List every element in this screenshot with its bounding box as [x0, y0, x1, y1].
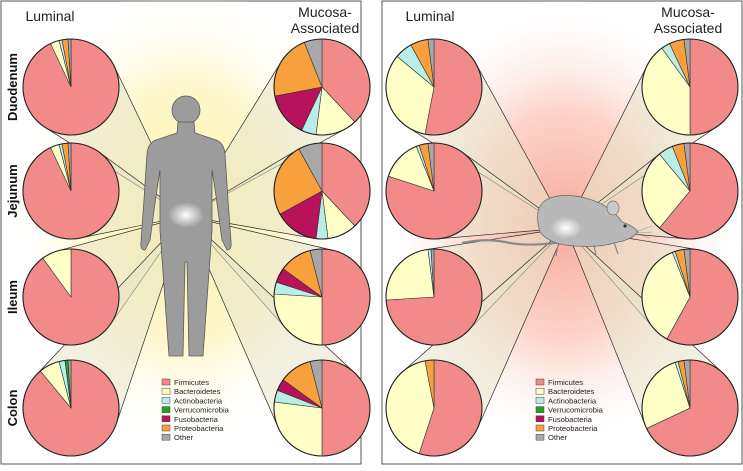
human-gut-highlight — [168, 202, 204, 228]
human-pie-ileum-luminal — [22, 248, 120, 346]
human-title-mucosa-2: Associated — [291, 20, 359, 36]
pie-slice-firmicutes — [321, 248, 371, 346]
pie-outline — [641, 359, 739, 457]
pie-outline — [22, 142, 120, 240]
human-pie-ileum-mucosa-associated — [273, 248, 371, 346]
human-title-luminal: Luminal — [25, 8, 74, 24]
legend-label-fusobacteria: Fusobacteria — [174, 415, 219, 424]
human-silhouette — [140, 95, 232, 357]
mouse-pie-duodenum-luminal — [385, 38, 483, 136]
legend-label-firmicutes: Firmicutes — [548, 378, 583, 387]
pie-outline — [385, 142, 483, 240]
mouse-title-mucosa-1: Mucosa- — [661, 4, 715, 20]
legend-label-verrucomicrobia: Verrucomicrobia — [548, 406, 604, 415]
legend-label-other: Other — [174, 433, 193, 442]
pie-outline — [385, 359, 483, 457]
legend-swatch-other — [535, 433, 545, 441]
legend-swatch-proteobacteria — [535, 424, 545, 432]
legend-label-firmicutes: Firmicutes — [174, 378, 209, 387]
pie-outline — [385, 38, 483, 136]
legend-swatch-actinobacteria — [535, 397, 545, 404]
mouse-gut-highlight — [550, 217, 582, 239]
legend-swatch-bacteroidetes — [161, 387, 171, 395]
human-pie-duodenum-luminal — [22, 38, 120, 136]
row-label-colon: Colon — [5, 390, 20, 427]
pie-outline — [273, 359, 371, 457]
mouse-title-luminal: Luminal — [405, 8, 454, 24]
legend-swatch-other — [161, 433, 171, 441]
legend-swatch-fusobacteria — [535, 415, 545, 423]
legend-label-other: Other — [548, 433, 567, 442]
legend-label-proteobacteria: Proteobacteria — [548, 424, 598, 433]
mouse-pie-ileum-luminal — [385, 248, 483, 346]
row-label-ileum: Ileum — [5, 280, 20, 314]
legend-human: FirmicutesBacteroidetesActinobacteriaVer… — [161, 378, 230, 442]
pie-outline — [641, 248, 739, 346]
legend-label-actinobacteria: Actinobacteria — [548, 396, 597, 405]
pie-outline — [22, 38, 120, 136]
legend-label-actinobacteria: Actinobacteria — [174, 396, 223, 405]
mouse-pie-jejunum-luminal — [385, 142, 483, 240]
legend-label-bacteroidetes: Bacteroidetes — [548, 387, 595, 396]
pie-outline — [385, 248, 483, 346]
pie-outline — [22, 359, 120, 457]
legend-label-bacteroidetes: Bacteroidetes — [174, 387, 221, 396]
legend-swatch-actinobacteria — [161, 397, 171, 404]
pie-outline — [273, 248, 371, 346]
legend-swatch-firmicutes — [535, 378, 545, 386]
mouse-pie-jejunum-mucosa-associated — [641, 142, 739, 240]
human-pie-duodenum-mucosa-associated — [273, 38, 371, 136]
mouse-title-mucosa-2: Associated — [654, 20, 722, 36]
legend-swatch-verrucomicrobia — [161, 406, 171, 413]
legend-mouse: FirmicutesBacteroidetesActinobacteriaVer… — [535, 378, 604, 442]
pie-slice-firmicutes — [321, 359, 371, 457]
pie-outline — [273, 38, 371, 136]
pie-outline — [22, 248, 120, 346]
mouse-pie-colon-mucosa-associated — [641, 359, 739, 457]
legend-swatch-proteobacteria — [161, 424, 171, 432]
legend-swatch-fusobacteria — [161, 415, 171, 423]
row-label-jejunum: Jejunum — [5, 164, 20, 217]
pie-layer — [22, 38, 739, 457]
legend-swatch-firmicutes — [161, 378, 171, 386]
legend-label-verrucomicrobia: Verrucomicrobia — [174, 406, 230, 415]
mouse-pie-colon-luminal — [385, 359, 483, 457]
human-title-mucosa-1: Mucosa- — [298, 4, 352, 20]
pie-outline — [273, 142, 371, 240]
mouse-pie-duodenum-mucosa-associated — [641, 38, 739, 136]
human-pie-jejunum-mucosa-associated — [273, 142, 371, 240]
legend-label-proteobacteria: Proteobacteria — [174, 424, 224, 433]
human-pie-colon-luminal — [22, 359, 120, 457]
human-pie-colon-mucosa-associated — [273, 359, 371, 457]
legend-swatch-bacteroidetes — [535, 387, 545, 395]
human-pie-jejunum-luminal — [22, 142, 120, 240]
pie-outline — [641, 142, 739, 240]
row-label-duodenum: Duodenum — [5, 53, 20, 121]
pie-outline — [641, 38, 739, 136]
legend-swatch-verrucomicrobia — [535, 406, 545, 413]
mouse-pie-ileum-mucosa-associated — [641, 248, 739, 346]
legend-label-fusobacteria: Fusobacteria — [548, 415, 593, 424]
